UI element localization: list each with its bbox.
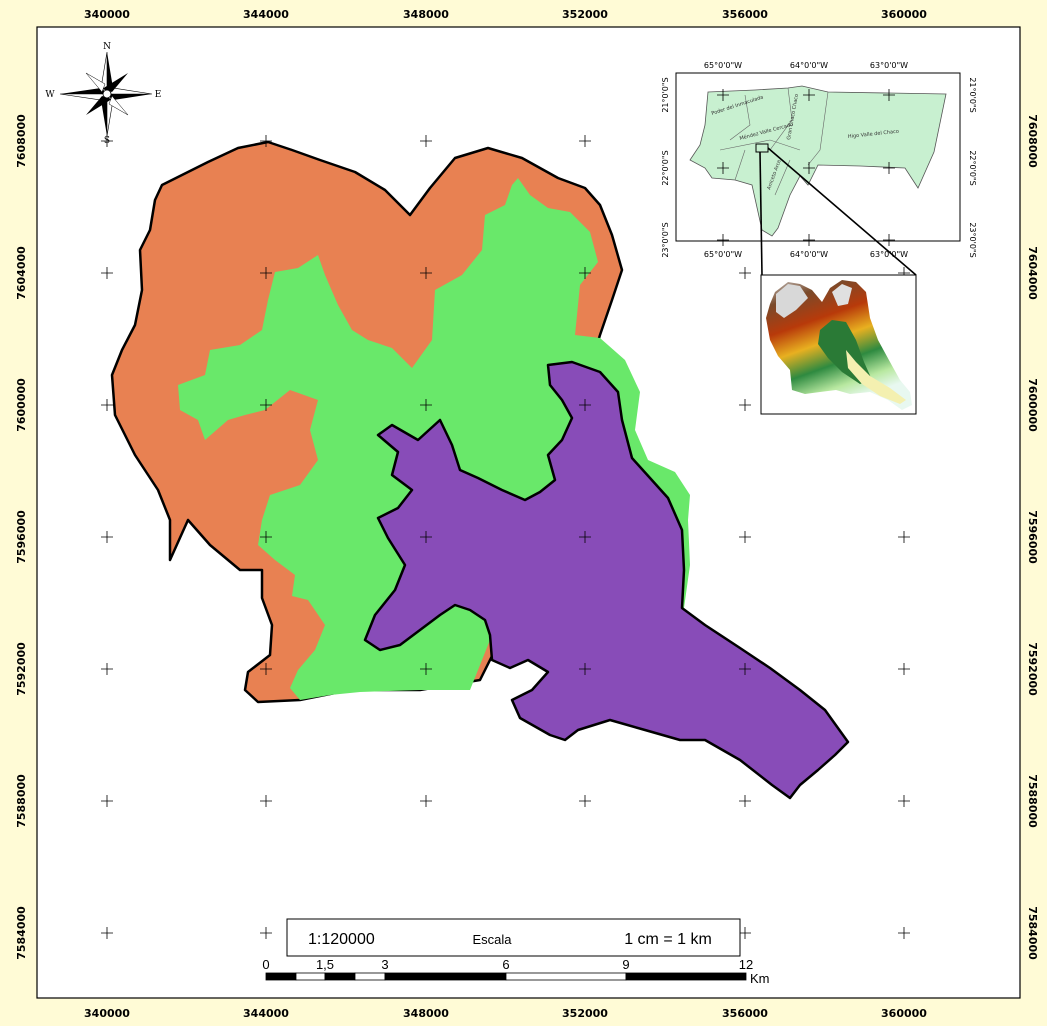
y-tick-right: 7584000 xyxy=(1026,906,1039,960)
dem-inset xyxy=(760,274,917,415)
compass-s: S xyxy=(104,136,110,146)
compass-rose-icon: N S E W xyxy=(45,42,161,146)
inset-lat-labels: 21°0'0"S 22°0'0"S 23°0'0"S 21°0'0"S 22°0… xyxy=(661,77,977,257)
lower-zone-area xyxy=(363,360,850,800)
y-tick-right: 7608000 xyxy=(1026,114,1039,168)
svg-text:Higo Valle del Chaco: Higo Valle del Chaco xyxy=(848,129,900,140)
inset-lat-label: 21°0'0"S xyxy=(661,77,670,112)
x-tick-top: 360000 xyxy=(881,8,927,21)
x-tick-bottom: 352000 xyxy=(562,1007,608,1020)
inset-lon-label: 64°0'0"W xyxy=(790,250,828,259)
y-tick-right: 7600000 xyxy=(1026,378,1039,432)
scale-title: Escala xyxy=(472,932,512,947)
inset-lon-label: 64°0'0"W xyxy=(790,61,828,70)
x-tick-top: 340000 xyxy=(84,8,130,21)
y-tick-left: 7584000 xyxy=(15,906,28,960)
inset-lon-label: 65°0'0"W xyxy=(704,61,742,70)
inset-lon-label: 63°0'0"W xyxy=(870,250,908,259)
scale-unit: Km xyxy=(750,971,770,986)
y-tick-left: 7608000 xyxy=(15,114,28,168)
y-tick-left: 7600000 xyxy=(15,378,28,432)
inset-lat-label: 22°0'0"S xyxy=(968,150,977,185)
scale-tick: 9 xyxy=(622,957,629,972)
scale-tick: 12 xyxy=(739,957,753,972)
y-tick-left: 7592000 xyxy=(15,642,28,696)
compass-w: W xyxy=(45,90,55,100)
inset-lon-label: 63°0'0"W xyxy=(870,61,908,70)
scale-equivalence: 1 cm = 1 km xyxy=(624,931,712,948)
scale-ratio: 1:120000 xyxy=(308,931,375,948)
scale-box xyxy=(286,918,741,957)
top-x-ticks: 340000 344000 348000 352000 356000 36000… xyxy=(84,8,927,21)
x-tick-top: 344000 xyxy=(243,8,289,21)
y-tick-right: 7588000 xyxy=(1026,774,1039,828)
grid-crosses xyxy=(101,135,910,939)
scale-ticks: 0 1,5 3 6 9 12 xyxy=(262,957,753,972)
compass-n: N xyxy=(103,42,111,52)
watershed-map xyxy=(110,140,850,800)
x-tick-bottom: 340000 xyxy=(84,1007,130,1020)
y-tick-left: 7596000 xyxy=(15,510,28,564)
y-tick-right: 7592000 xyxy=(1026,642,1039,696)
scale-legend: 1:120000 Escala 1 cm = 1 km 0 1,5 3 6 9 … xyxy=(262,918,770,986)
inset-lon-label: 65°0'0"W xyxy=(704,250,742,259)
scale-bar xyxy=(265,972,747,981)
inset-lat-label: 23°0'0"S xyxy=(968,222,977,257)
scale-tick: 3 xyxy=(381,957,388,972)
y-tick-right: 7604000 xyxy=(1026,246,1039,300)
scale-tick: 0 xyxy=(262,957,269,972)
x-tick-top: 356000 xyxy=(722,8,768,21)
right-y-ticks: 7608000 7604000 7600000 7596000 7592000 … xyxy=(1026,114,1039,960)
x-tick-top: 348000 xyxy=(403,8,449,21)
bottom-x-ticks: 340000 344000 348000 352000 356000 36000… xyxy=(84,1007,927,1020)
x-tick-bottom: 344000 xyxy=(243,1007,289,1020)
compass-e: E xyxy=(155,90,162,100)
inset-lat-label: 23°0'0"S xyxy=(661,222,670,257)
y-tick-right: 7596000 xyxy=(1026,510,1039,564)
x-tick-bottom: 356000 xyxy=(722,1007,768,1020)
x-tick-top: 352000 xyxy=(562,8,608,21)
inset-lat-label: 22°0'0"S xyxy=(661,150,670,185)
y-tick-left: 7588000 xyxy=(15,774,28,828)
inset-location-map: Poder del Inmaculada Gran Chaco Chaco Hi… xyxy=(661,61,977,276)
x-tick-bottom: 348000 xyxy=(403,1007,449,1020)
scale-tick: 1,5 xyxy=(316,957,334,972)
y-tick-left: 7604000 xyxy=(15,246,28,300)
left-y-ticks: 7608000 7604000 7600000 7596000 7592000 … xyxy=(15,114,28,960)
inset-lat-label: 21°0'0"S xyxy=(968,77,977,112)
scale-tick: 6 xyxy=(502,957,509,972)
x-tick-bottom: 360000 xyxy=(881,1007,927,1020)
inset-lon-labels: 65°0'0"W 64°0'0"W 63°0'0"W 65°0'0"W 64°0… xyxy=(704,61,908,259)
